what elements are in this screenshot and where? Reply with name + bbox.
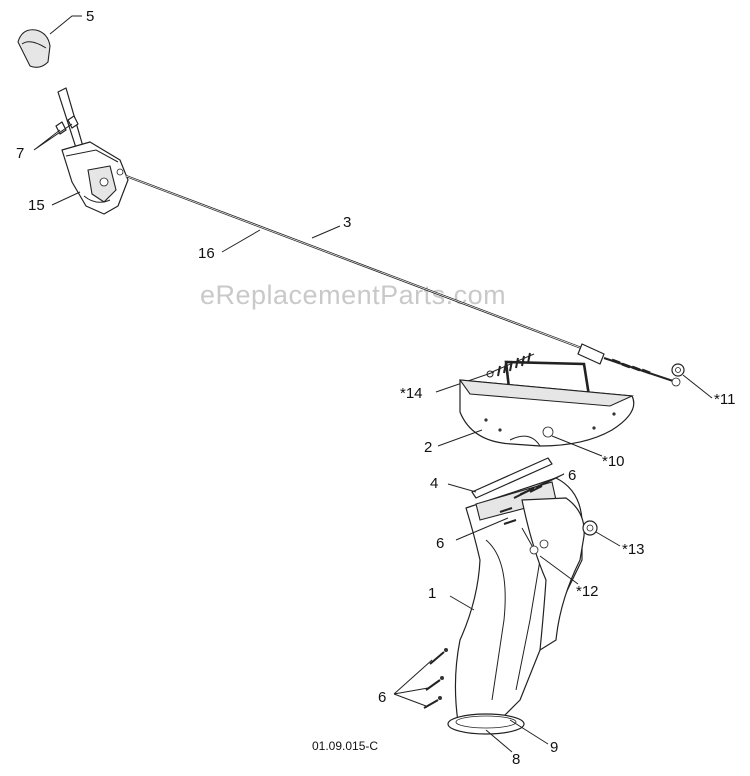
callout-cable-left: 16	[198, 245, 215, 262]
leader-chute	[449, 595, 475, 611]
leader-bolts-upper	[519, 473, 565, 495]
callout-chute: 1	[428, 585, 436, 602]
leader-chute-panel	[539, 555, 579, 585]
leader-screws	[33, 123, 73, 151]
deflector-part[interactable]	[458, 360, 635, 447]
leader-deflector-bolt	[551, 435, 603, 457]
callout-bolts-mid: 6	[436, 535, 444, 552]
callout-chute-base: 8	[512, 751, 520, 768]
leader-chute-base	[485, 729, 513, 753]
callout-chute-panel: *12	[576, 583, 599, 600]
chute-ring-part[interactable]	[447, 713, 525, 735]
leader-bolts-lower	[393, 659, 433, 707]
callout-deflector-bolt: *10	[602, 453, 625, 470]
leader-deflector	[437, 429, 483, 447]
leader-knob	[49, 15, 82, 35]
callout-spring: *14	[400, 385, 423, 402]
leader-bolts-mid	[455, 517, 509, 541]
drawing-number: 01.09.015-C	[312, 739, 378, 753]
bolts-lower-part[interactable]	[423, 648, 448, 709]
control-cable-part[interactable]	[125, 174, 681, 387]
leader-cable-left	[221, 229, 261, 253]
callout-bolts-upper: 6	[568, 467, 576, 484]
leader-cable-right	[311, 225, 341, 239]
control-bracket-part[interactable]	[57, 87, 129, 215]
callout-cable-right: 3	[343, 214, 351, 231]
spring-part[interactable]	[486, 352, 535, 378]
callout-bracket: 15	[28, 197, 45, 214]
callout-nut-right: *11	[714, 391, 735, 408]
seal-strip-part[interactable]	[471, 457, 553, 499]
leader-bracket	[51, 191, 81, 206]
knob-part[interactable]	[17, 29, 51, 68]
callout-screws: 7	[16, 145, 24, 162]
bolts-mid-part[interactable]	[499, 507, 517, 525]
callout-seal-strip: 4	[430, 475, 438, 492]
callout-flange-nut: *13	[622, 541, 645, 558]
callout-deflector: 2	[424, 439, 432, 456]
leader-nut-right	[682, 374, 713, 399]
watermark-text: eReplacementParts.com	[200, 280, 506, 310]
callout-knob: 5	[86, 8, 94, 25]
leader-seal-strip	[447, 483, 477, 493]
nut-part[interactable]	[671, 363, 685, 377]
leader-flange-nut	[595, 531, 621, 547]
callout-bolts-lower: 6	[378, 689, 386, 706]
leader-chute-ring	[509, 719, 549, 745]
flange-nut-part[interactable]	[582, 520, 598, 536]
callout-chute-ring: 9	[550, 739, 558, 756]
